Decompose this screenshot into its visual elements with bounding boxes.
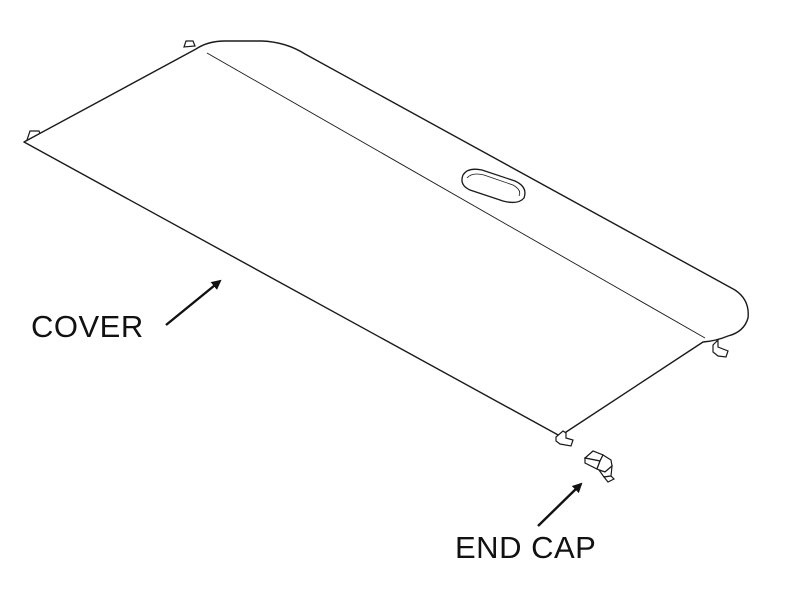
handle-cutout: [461, 168, 526, 204]
end-cap-part: [583, 450, 616, 483]
mounting-tab-top: [183, 40, 196, 48]
cover-label: COVER: [31, 309, 144, 344]
mounting-brackets-right: [555, 338, 729, 447]
cover-panel: [23, 40, 749, 437]
mounting-bracket-upper-right: [712, 338, 729, 358]
end-cap-leader-arrow: [537, 482, 583, 527]
mounting-bracket-lower: [555, 430, 574, 447]
cover-leader-arrow: [165, 279, 222, 326]
cover-crease-line: [206, 52, 706, 339]
end-cap-label: END CAP: [455, 530, 597, 565]
